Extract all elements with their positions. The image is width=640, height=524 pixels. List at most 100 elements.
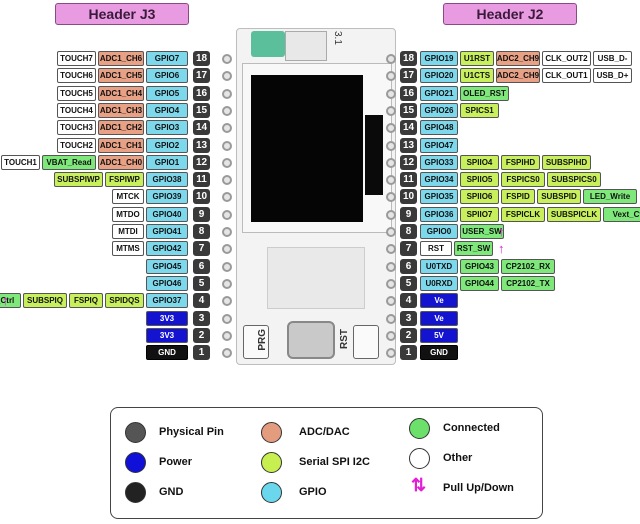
pin-label-right: SUBSPICLK — [547, 206, 601, 222]
board: 3.1 PRG RST — [236, 28, 396, 365]
pin-label-left: ADC1_CH2 — [98, 120, 144, 136]
pin-label-right: GPIO33 — [420, 154, 458, 170]
header-pad-left — [222, 157, 232, 168]
pin-label-left: GPIO38 — [146, 172, 188, 188]
legend-connected: Connected — [443, 422, 500, 434]
board-version: 3.1 — [332, 31, 343, 45]
header-pad-right — [386, 330, 396, 341]
pin-label-right: SPIIO5 — [460, 172, 499, 188]
header-pad-left — [222, 296, 232, 307]
physical-pin-left: 3 — [193, 310, 210, 326]
pin-label-right: LED_Write — [583, 189, 637, 205]
pin-label-left: ADC1_CH1 — [98, 137, 144, 153]
pin-label-right: Ve — [420, 310, 458, 326]
physical-pin-right: 17 — [400, 68, 417, 84]
legend-other: Other — [443, 452, 473, 464]
header-pad-right — [386, 313, 396, 324]
pin-label-right: GPIO44 — [460, 275, 499, 291]
physical-pin-left: 2 — [193, 327, 210, 343]
pin-label-right: U1RST — [460, 51, 494, 66]
pin-label-right: USER_SW — [460, 224, 504, 239]
pull-up-down-icon: ↑ — [498, 224, 505, 239]
pin-label-left: GPIO41 — [146, 224, 188, 239]
pin-label-left: MTDO — [112, 206, 144, 222]
pin-label-left: MTDI — [112, 224, 144, 239]
pin-label-left: SUBSPIQ — [23, 293, 67, 309]
pin-label-left: GPIO1 — [146, 154, 188, 170]
pin-label-right: ADC2_CH9 — [496, 51, 540, 66]
prg-button-label: PRG — [257, 329, 268, 351]
pin-label-right: SUBSPICS0 — [547, 172, 601, 188]
physical-pin-right: 7 — [400, 241, 417, 257]
header-j2-title: Header J2 — [443, 3, 577, 25]
antenna-chip — [285, 31, 327, 61]
physical-pin-right: 18 — [400, 51, 417, 66]
pin-label-right: CP2102_TX — [501, 275, 555, 291]
physical-pin-right: 11 — [400, 172, 417, 188]
legend-pull: Pull Up/Down — [443, 482, 514, 494]
usb-c-port[interactable] — [287, 321, 335, 359]
pin-label-left: GPIO46 — [146, 275, 188, 291]
physical-pin-right: 3 — [400, 310, 417, 326]
physical-pin-left: 15 — [193, 102, 210, 118]
pin-label-right: CP2102_RX — [501, 258, 555, 274]
pin-label-left: ADC1_CH6 — [98, 51, 144, 66]
legend-adc: ADC/DAC — [299, 426, 350, 438]
pin-label-right: GPIO19 — [420, 51, 458, 66]
pull-up-down-icon: ↑ — [498, 241, 505, 257]
header-pad-left — [222, 175, 232, 186]
physical-pin-left: 14 — [193, 120, 210, 136]
pin-label-left: GPIO6 — [146, 68, 188, 84]
esp-module — [267, 247, 365, 309]
physical-pin-left: 5 — [193, 275, 210, 291]
pin-label-right: GPIO21 — [420, 85, 458, 101]
pin-label-left: GPIO4 — [146, 102, 188, 118]
pin-label-left: MTMS — [112, 241, 144, 257]
pin-label-right: FSPIHD — [501, 154, 540, 170]
header-pad-right — [386, 157, 396, 168]
pin-label-right: RST — [420, 241, 452, 257]
pin-label-left: SPIDQS — [105, 293, 144, 309]
header-pad-right — [386, 244, 396, 255]
physical-pin-right: 4 — [400, 293, 417, 309]
pin-label-right: Vext_Ctrl — [603, 206, 640, 222]
pin-label-left: ADC1_CH4 — [98, 85, 144, 101]
pin-label-right: CLK_OUT2 — [542, 51, 591, 66]
physical-pin-right: 1 — [400, 345, 417, 361]
pin-label-right: GPIO20 — [420, 68, 458, 84]
pin-label-left: GPIO5 — [146, 85, 188, 101]
legend-gpio: GPIO — [299, 486, 327, 498]
physical-pin-left: 13 — [193, 137, 210, 153]
physical-pin-left: 18 — [193, 51, 210, 66]
legend-power: Power — [159, 456, 193, 468]
physical-pin-left: 7 — [193, 241, 210, 257]
physical-pin-left: 9 — [193, 206, 210, 222]
header-pad-left — [222, 348, 232, 359]
pin-label-right: GPIO35 — [420, 189, 458, 205]
physical-pin-left: 4 — [193, 293, 210, 309]
pin-label-left: TOUCH5 — [57, 85, 96, 101]
legend-gnd-swatch — [125, 482, 146, 503]
header-pad-right — [386, 261, 396, 272]
rst-button[interactable] — [353, 325, 379, 359]
pin-label-right: FSPICLK — [501, 206, 545, 222]
pin-label-left: SUBSPIWP — [54, 172, 103, 188]
pin-label-left: ADC1_CH5 — [98, 68, 144, 84]
pin-label-left: ADC1_CH0 — [98, 154, 144, 170]
physical-pin-left: 6 — [193, 258, 210, 274]
pin-label-left: FSPIWP — [105, 172, 144, 188]
pin-label-right: USB_D- — [593, 51, 632, 66]
header-pad-left — [222, 278, 232, 289]
pin-label-left: GPIO37 — [146, 293, 188, 309]
pin-label-right: SPIIO6 — [460, 189, 499, 205]
header-pad-left — [222, 105, 232, 116]
legend-connected-swatch — [409, 418, 430, 439]
pin-label-left: TOUCH2 — [57, 137, 96, 153]
prg-button[interactable] — [243, 325, 269, 359]
header-pad-left — [222, 313, 232, 324]
pin-label-right: U0RXD — [420, 275, 458, 291]
header-pad-right — [386, 348, 396, 359]
physical-pin-right: 12 — [400, 154, 417, 170]
pin-label-right: 5V — [420, 327, 458, 343]
oled-ribbon — [365, 115, 383, 195]
